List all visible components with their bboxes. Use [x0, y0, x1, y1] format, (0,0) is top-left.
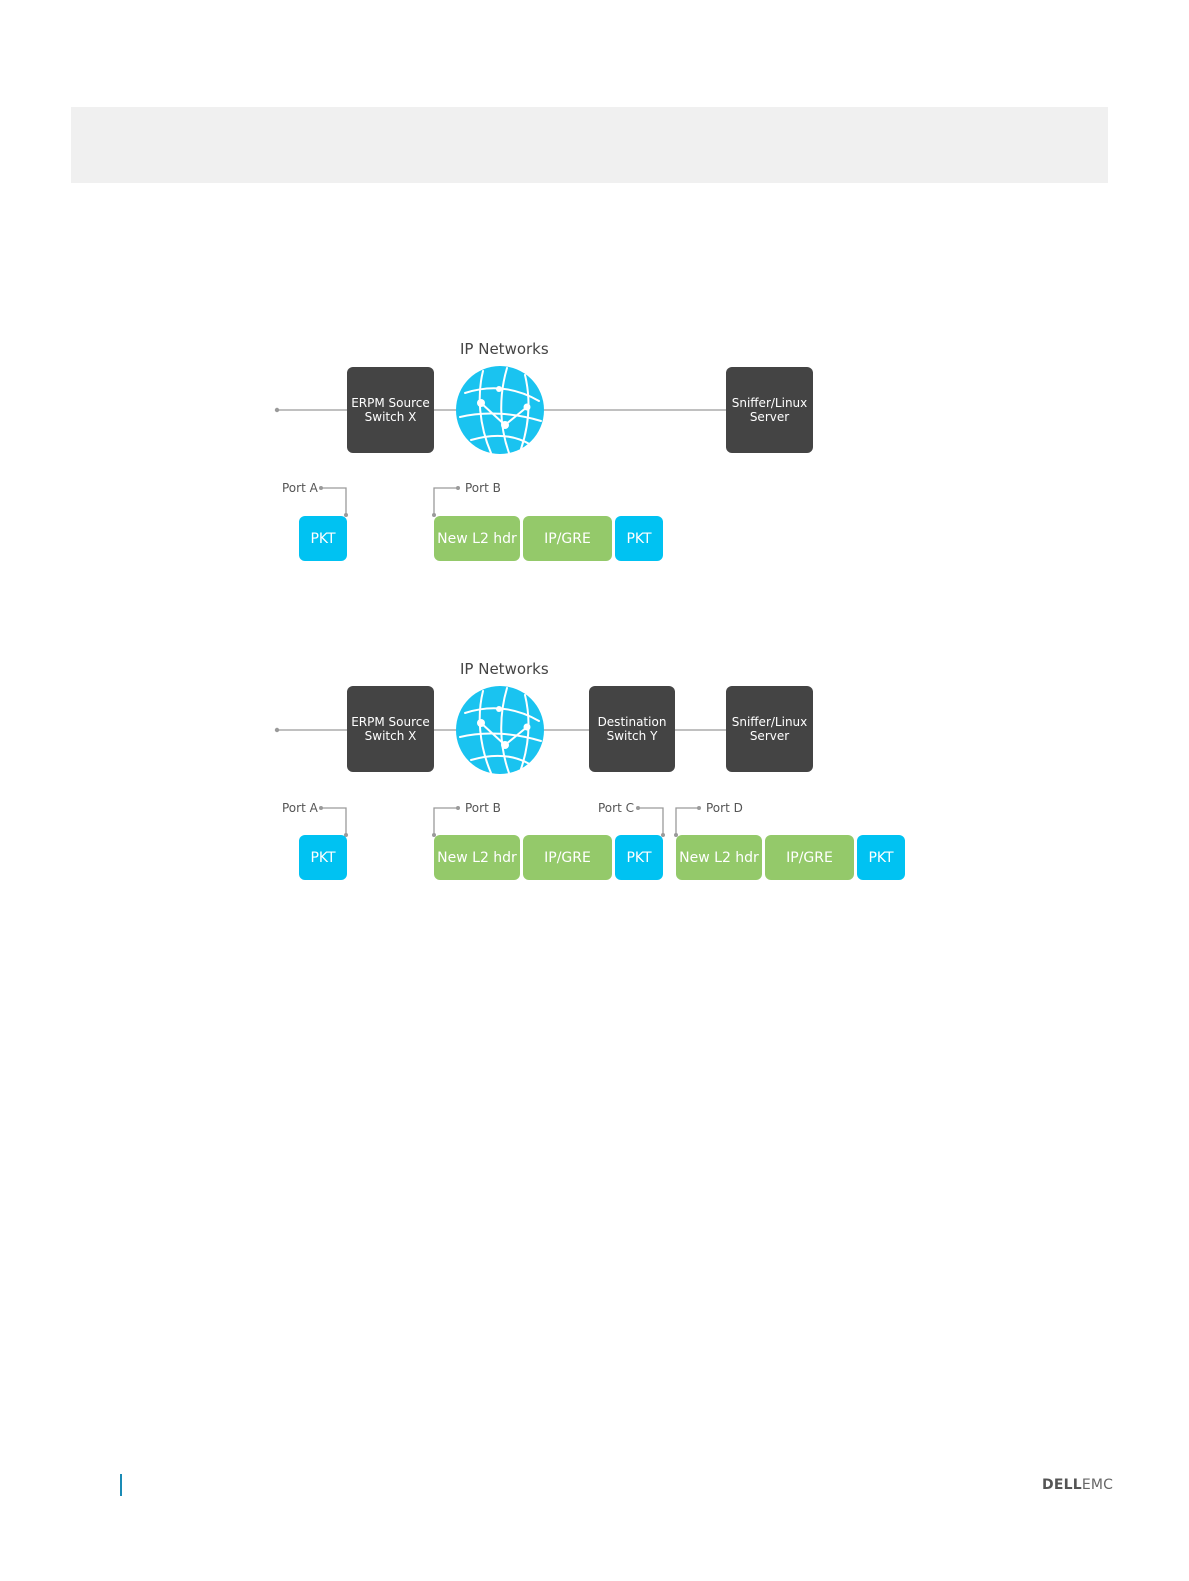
erpm-source-switch: ERPM Source Switch X: [347, 686, 434, 772]
pkt-segment: PKT: [299, 835, 347, 880]
ip-gre-segment: IP/GRE: [523, 835, 612, 880]
new-l2-hdr-segment: New L2 hdr: [434, 516, 520, 561]
pkt-segment: PKT: [615, 516, 663, 561]
port-b-label: Port B: [465, 481, 501, 495]
erpm-source-switch: ERPM Source Switch X: [347, 367, 434, 453]
logo-suffix: EMC: [1082, 1477, 1113, 1493]
device-label: Switch Y: [607, 729, 658, 743]
new-l2-hdr-segment: New L2 hdr: [676, 835, 762, 880]
device-label: Switch X: [365, 410, 417, 424]
footer-accent-bar: [120, 1474, 122, 1496]
device-label: Destination: [598, 715, 667, 729]
sniffer-linux-server: Sniffer/Linux Server: [726, 367, 813, 453]
port-a-label: Port A: [282, 801, 318, 815]
pkt-segment: PKT: [299, 516, 347, 561]
device-label: Server: [750, 729, 789, 743]
globe-icon: [455, 365, 545, 455]
device-label: Sniffer/Linux: [732, 715, 808, 729]
dell-emc-logo: DELLEMC: [1042, 1477, 1113, 1493]
port-b-label: Port B: [465, 801, 501, 815]
port-d-label: Port D: [706, 801, 743, 815]
new-l2-hdr-segment: New L2 hdr: [434, 835, 520, 880]
erpm-diagram-via-destination: IP Networks ERPM Source Switch X Destina…: [0, 650, 1189, 950]
device-label: ERPM Source: [351, 715, 430, 729]
ip-gre-segment: IP/GRE: [523, 516, 612, 561]
port-c-label: Port C: [598, 801, 634, 815]
connection-lines: [0, 330, 1189, 630]
ip-gre-segment: IP/GRE: [765, 835, 854, 880]
globe-icon: [455, 685, 545, 775]
sniffer-linux-server: Sniffer/Linux Server: [726, 686, 813, 772]
device-label: Switch X: [365, 729, 417, 743]
destination-switch: Destination Switch Y: [589, 686, 675, 772]
ip-networks-title: IP Networks: [460, 340, 549, 358]
device-label: Server: [750, 410, 789, 424]
pkt-segment: PKT: [615, 835, 663, 880]
device-label: ERPM Source: [351, 396, 430, 410]
logo-brand: DELL: [1042, 1477, 1082, 1493]
pkt-segment: PKT: [857, 835, 905, 880]
header-band: [71, 107, 1108, 183]
erpm-diagram-direct: IP Networks ERPM Source Switch X Sniffer…: [0, 330, 1189, 630]
port-a-label: Port A: [282, 481, 318, 495]
device-label: Sniffer/Linux: [732, 396, 808, 410]
ip-networks-title: IP Networks: [460, 660, 549, 678]
